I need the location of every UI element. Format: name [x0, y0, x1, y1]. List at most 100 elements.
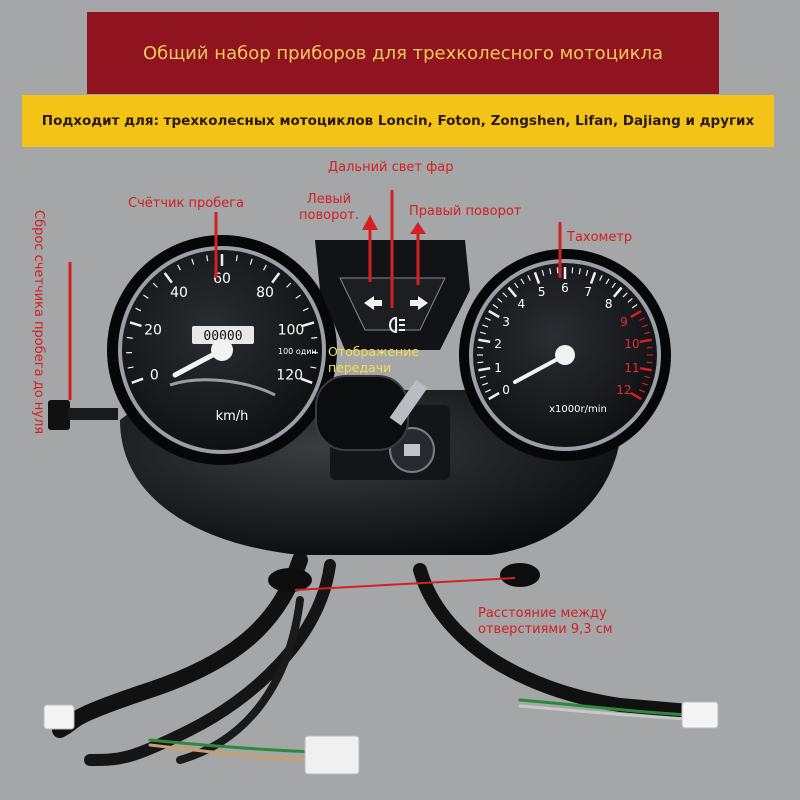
tachometer-tick — [482, 382, 489, 386]
speedometer-tick — [271, 272, 281, 284]
tachometer-tick — [477, 346, 484, 349]
speedometer-tick-label: 80 — [256, 285, 274, 301]
tachometer-tick — [482, 324, 489, 328]
connector-plugs — [43, 701, 719, 775]
tachometer-tick — [571, 267, 574, 274]
tachometer-tick-label: 2 — [494, 337, 502, 351]
tachometer-tick — [646, 346, 653, 349]
tachometer-tick — [641, 382, 648, 386]
banner-title: Общий набор приборов для трехколесного м… — [87, 12, 719, 94]
tachometer-tick-label: 6 — [561, 281, 569, 295]
tachometer-tick — [549, 268, 552, 275]
tachometer-tick — [639, 338, 652, 344]
tachometer-tick — [477, 361, 484, 364]
tachometer-tick — [612, 286, 623, 298]
tachometer-tick — [639, 389, 646, 393]
tachometer-tick — [527, 274, 531, 281]
tachometer-tick — [627, 297, 633, 303]
tachometer-tick — [605, 278, 610, 285]
speedometer-tick — [249, 258, 253, 265]
tachometer-tick — [639, 366, 652, 372]
speedometer-tick — [126, 336, 133, 339]
tachometer-tick — [484, 389, 491, 393]
tachometer-tick-label: 4 — [517, 297, 525, 311]
speedometer-tick — [191, 258, 195, 265]
tachometer-tick — [507, 286, 518, 298]
trip-reset-knob — [48, 400, 118, 430]
tachometer-tick — [622, 292, 628, 298]
odometer-label: Счётчик пробега — [128, 196, 244, 211]
tachometer-tick-label: 11 — [624, 361, 639, 375]
tachometer-tick — [488, 391, 500, 401]
tachometer-tick-label: 9 — [620, 315, 628, 329]
speedometer-tick-label: 20 — [144, 322, 162, 338]
tachometer-tick — [644, 331, 651, 335]
tachometer-unit: x1000r/min — [549, 404, 607, 415]
tachometer-tick — [646, 361, 653, 364]
tachometer-tick-label: 10 — [624, 337, 639, 351]
tachometer-tick — [599, 274, 603, 281]
left-turn-label: Левый поворот. — [299, 192, 359, 223]
tachometer-hub — [555, 345, 575, 365]
speedometer-tick — [152, 282, 158, 288]
speedometer-tick-label: 40 — [170, 285, 188, 301]
speedometer-tick-label: 0 — [150, 368, 159, 384]
tachometer-tick — [585, 269, 589, 276]
tachometer-tick — [630, 391, 642, 401]
key-icon — [315, 375, 428, 451]
tachometer-tick — [589, 271, 597, 285]
speedometer-tick — [302, 307, 309, 312]
speedometer-tick — [286, 282, 292, 288]
speedometer-tick — [177, 264, 181, 271]
tachometer-tick — [479, 375, 486, 379]
tachometer-tick — [484, 317, 491, 321]
tachometer-tick — [578, 268, 581, 275]
tachometer-tick — [556, 267, 559, 274]
odometer-digits: 00000 — [203, 329, 242, 344]
trip-reset-label: Сброс счетчика пробега до нуля — [31, 210, 46, 435]
high-beam-label: Дальний свет фар — [328, 160, 454, 175]
speedometer-tick — [131, 377, 144, 385]
tachometer-tick — [478, 366, 491, 372]
tachometer-tick — [611, 282, 616, 289]
mounting-bracket — [268, 568, 312, 592]
hundred-label: 100 один — [278, 347, 317, 356]
right-arrow-icon — [410, 296, 428, 310]
speedometer-tick — [235, 255, 238, 262]
tachometer-tick — [541, 269, 545, 276]
tachometer-tick — [492, 304, 499, 309]
tachometer-tick — [631, 304, 638, 309]
odometer-window — [192, 326, 254, 344]
banner-subtitle: Подходит для: трехколесных мотоциклов Lo… — [22, 95, 774, 147]
speedometer-tick-label: 60 — [213, 271, 231, 287]
speedometer-unit: km/h — [216, 409, 249, 424]
hole-distance-label: Расстояние между отверстиями 9,3 см — [478, 606, 613, 637]
speedometer-tick — [263, 264, 267, 271]
headlight-icon — [389, 316, 405, 334]
tachometer-tick — [641, 324, 648, 328]
tachometer-tick-label: 7 — [584, 285, 592, 299]
speedometer-tick — [295, 294, 301, 299]
gear-display-label: Отображение передачи — [328, 344, 420, 375]
speedometer-tick — [129, 321, 142, 328]
wiring-harness — [52, 552, 707, 766]
right-turn-label: Правый поворот — [409, 204, 522, 219]
speedometer-tick — [163, 272, 173, 284]
tachometer-tick — [478, 338, 491, 344]
tachometer-tick — [514, 282, 519, 289]
speedometer-tick — [310, 366, 317, 369]
speedometer-tick-label: 120 — [276, 368, 303, 384]
tachometer-tick-label: 5 — [538, 285, 546, 299]
tachometer-tick — [630, 309, 642, 319]
tachometer-tick — [488, 309, 500, 319]
tachometer-tick — [502, 292, 508, 298]
speedometer-tick — [127, 366, 134, 369]
tachometer-tick — [497, 297, 503, 303]
left-arrow-icon — [364, 296, 382, 310]
tachometer-tick-label: 1 — [494, 361, 502, 375]
tachometer-tick — [520, 278, 525, 285]
speedometer-tick — [135, 307, 142, 312]
